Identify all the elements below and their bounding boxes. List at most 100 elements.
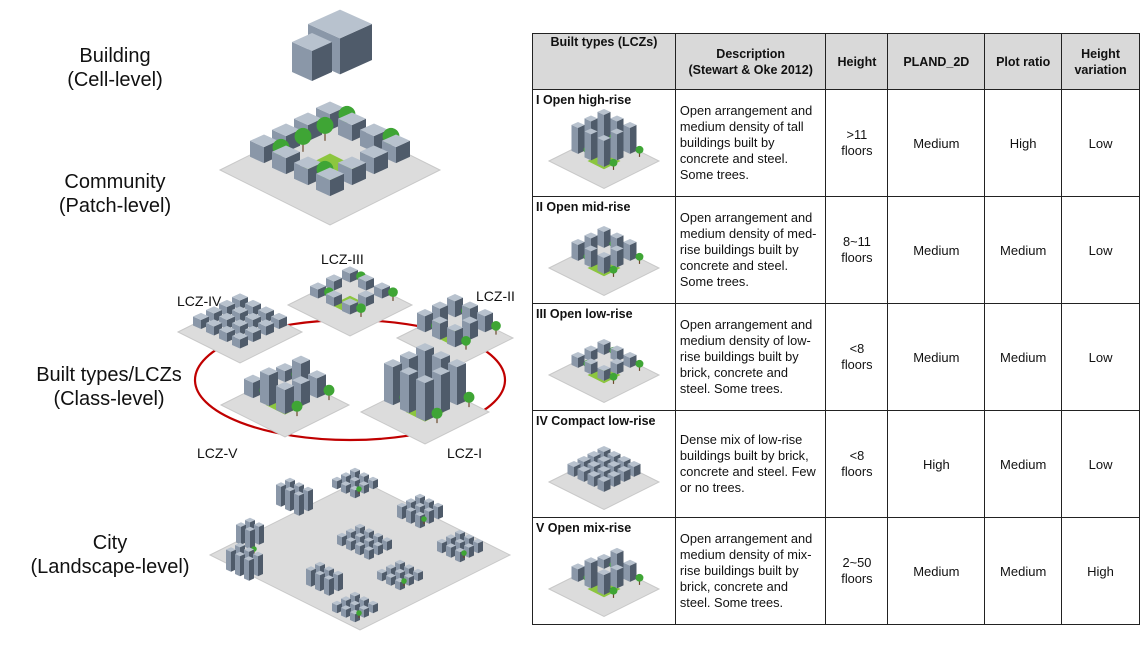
- header-description-line1: Description: [716, 46, 786, 61]
- description-text: Open arrangement and medium density of l…: [679, 317, 813, 396]
- thumbnail-group: [547, 547, 661, 618]
- height-value: 8~11: [843, 234, 871, 249]
- building-side: [312, 42, 332, 81]
- height-value: <8: [849, 341, 865, 356]
- building-roof: [276, 381, 294, 390]
- description-cell: Open arrangement and medium density of m…: [674, 517, 827, 625]
- building-roof: [350, 467, 360, 473]
- city-block: [437, 529, 483, 563]
- level-building-scale: (Cell-level): [67, 69, 163, 91]
- type-name: II Open mid-rise: [536, 200, 631, 214]
- type-name: IV Compact low-rise: [536, 414, 656, 428]
- tree-crown: [609, 158, 618, 167]
- building-side: [244, 558, 249, 581]
- building-roof: [368, 600, 378, 606]
- building-roof: [377, 568, 387, 574]
- height-unit: floors: [841, 143, 873, 158]
- city-block: [236, 517, 264, 554]
- city-block: [337, 523, 392, 560]
- building-roof: [406, 498, 416, 503]
- building-roof: [294, 482, 304, 487]
- building-side: [337, 535, 342, 547]
- table-row: II Open mid-rise Open arrangement and me…: [532, 196, 1140, 304]
- building-side: [253, 378, 262, 399]
- building-roof: [346, 537, 356, 542]
- height-value: 2~50: [842, 555, 872, 570]
- building-roof: [245, 299, 261, 308]
- building-side: [360, 129, 374, 153]
- single-building-graphic: [292, 9, 372, 81]
- building-side: [253, 554, 258, 577]
- building-side: [584, 560, 591, 589]
- building-side: [409, 575, 414, 586]
- building-side: [340, 24, 372, 75]
- tree-crown: [635, 359, 644, 368]
- building-side: [629, 241, 637, 261]
- building-side: [317, 374, 326, 399]
- building-roof: [244, 556, 254, 561]
- building-roof: [355, 532, 365, 538]
- building-side: [397, 505, 402, 520]
- building-roof: [584, 358, 598, 365]
- thumbnail-group: [547, 445, 661, 511]
- building-side: [326, 277, 334, 291]
- building-side: [332, 479, 337, 490]
- building-side: [285, 385, 294, 415]
- lcz-blocks-graphic: [176, 266, 515, 445]
- pland-cell: Medium: [887, 517, 986, 625]
- building-side: [462, 320, 470, 340]
- tree-crown: [491, 321, 501, 331]
- level-city-title: City: [92, 532, 128, 554]
- building-side: [244, 378, 253, 399]
- building-side: [590, 560, 598, 589]
- building-roof: [206, 319, 222, 327]
- building-roof: [276, 482, 286, 487]
- building-side: [485, 312, 493, 333]
- building-roof: [610, 564, 624, 571]
- building-side: [455, 327, 463, 348]
- building-roof: [333, 570, 343, 576]
- building-side: [387, 539, 392, 551]
- building-side: [373, 603, 378, 614]
- building-roof: [253, 551, 263, 557]
- level-city: City (Landscape-level): [10, 531, 210, 579]
- building-roof: [477, 309, 493, 317]
- building-side: [245, 529, 250, 550]
- building-side: [613, 473, 621, 487]
- building-side: [219, 329, 227, 343]
- building-side: [366, 277, 374, 291]
- height-value: >11: [846, 127, 868, 142]
- description-cell: Dense mix of low-rise buildings built by…: [674, 410, 827, 518]
- building-side: [373, 479, 378, 490]
- header-pland: PLAND_2D: [887, 33, 986, 90]
- building-side: [623, 124, 630, 154]
- building-roof: [587, 470, 601, 477]
- tree-crown: [461, 336, 471, 346]
- building-side: [418, 571, 423, 582]
- table-row: III Open low-rise Open arrangement and m…: [532, 303, 1140, 411]
- building-side: [382, 571, 387, 582]
- community-block-graphic: [218, 101, 442, 226]
- building-roof: [617, 455, 631, 462]
- header-plot-ratio: Plot ratio: [984, 33, 1063, 90]
- tree-crown: [609, 586, 618, 595]
- level-lcz-scale: (Class-level): [53, 388, 165, 410]
- building-roof: [597, 338, 611, 345]
- building-roof: [316, 101, 344, 115]
- building-roof: [406, 507, 416, 512]
- building-roof: [571, 351, 585, 358]
- building-side: [441, 371, 450, 414]
- building-roof: [232, 332, 248, 340]
- building-side: [603, 137, 611, 167]
- building-roof: [245, 526, 255, 532]
- building-roof: [597, 553, 611, 560]
- building-roof: [219, 299, 235, 308]
- building-side: [623, 354, 630, 368]
- building-roof: [382, 134, 410, 148]
- building-side: [623, 562, 630, 582]
- building-roof: [358, 274, 374, 282]
- building-side: [610, 567, 617, 589]
- building-roof: [315, 561, 325, 567]
- pland-cell: Medium: [887, 196, 986, 304]
- height-unit: floors: [841, 250, 873, 265]
